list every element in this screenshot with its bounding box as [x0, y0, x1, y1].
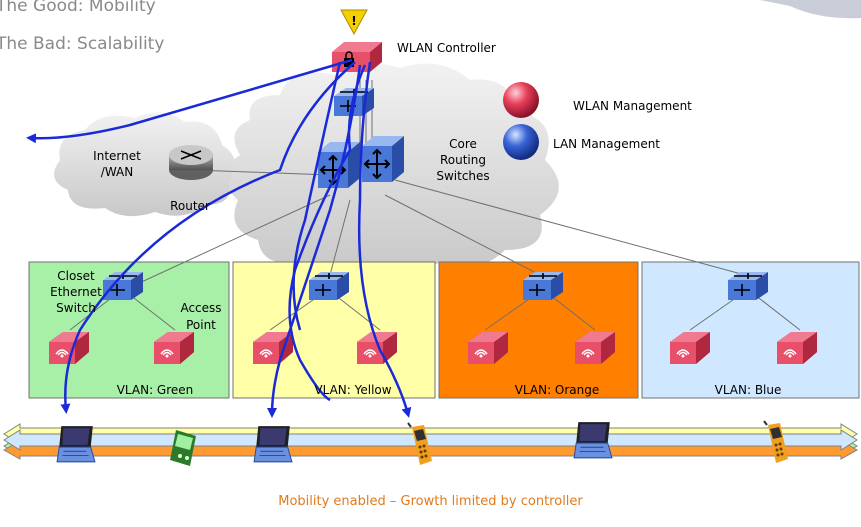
closet-label-line3: Switch — [56, 301, 96, 315]
closet-switch-orange-icon — [522, 271, 564, 301]
closet-switch-yellow-icon — [308, 271, 350, 301]
laptop-icon — [573, 421, 613, 459]
core-label-line3: Switches — [436, 169, 489, 183]
laptop-icon — [253, 425, 293, 463]
floor-band — [2, 423, 859, 460]
caption: Mobility enabled – Growth limited by con… — [278, 494, 583, 509]
closet-switch-blue-icon — [727, 271, 769, 301]
wlan-management-icon — [503, 82, 539, 118]
lan-management-label: LAN Management — [553, 137, 660, 151]
closet-label-line1: Closet — [57, 269, 95, 283]
access-point-label-line2: Point — [186, 318, 216, 332]
access-point-label-line1: Access — [180, 301, 221, 315]
corner-swoosh — [760, 0, 861, 19]
core-label-line1: Core — [449, 137, 477, 151]
internet-label-line1: Internet — [93, 149, 141, 163]
vlan-orange-label: VLAN: Orange — [515, 383, 600, 397]
internet-cloud — [54, 112, 236, 217]
closet-label-line2: Ethernet — [50, 285, 102, 299]
lan-management-icon — [503, 124, 539, 160]
traffic-paths — [26, 58, 412, 418]
heading-mobility: The Good: Mobility — [0, 0, 156, 16]
heading-scalability: The Bad: Scalability — [0, 34, 165, 54]
router-label: Router — [170, 199, 210, 213]
vlan-green-label: VLAN: Green — [117, 383, 194, 397]
vlan-yellow-label: VLAN: Yellow — [314, 383, 391, 397]
closet-switch-green-icon — [102, 271, 144, 301]
wlan-management-label: WLAN Management — [573, 99, 692, 113]
warning-icon: ! — [340, 9, 368, 36]
svg-text:!: ! — [351, 14, 356, 28]
wlan-controller-label: WLAN Controller — [397, 41, 496, 55]
internet-label-line2: /WAN — [101, 165, 133, 179]
router-icon — [169, 145, 213, 180]
vlan-blue-label: VLAN: Blue — [715, 383, 782, 397]
core-label-line2: Routing — [440, 153, 486, 167]
laptop-icon — [56, 425, 96, 463]
core-switch-right-icon — [361, 135, 405, 183]
